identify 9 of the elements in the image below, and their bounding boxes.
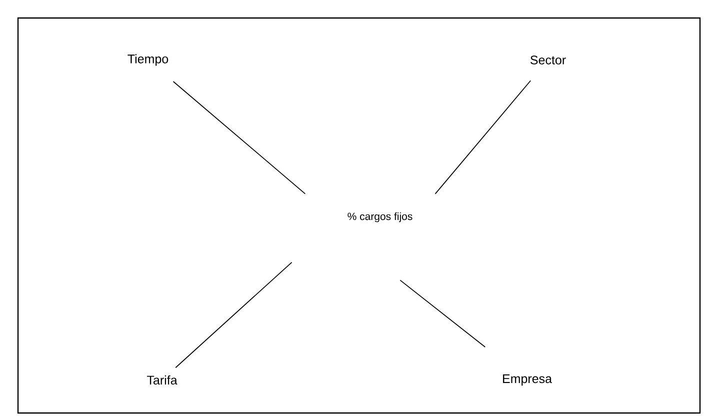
connector-line xyxy=(400,280,486,348)
node-label: Empresa xyxy=(503,374,552,386)
node-label: Tarifa xyxy=(147,375,178,385)
node-label: Sector xyxy=(530,56,566,64)
connector-line xyxy=(172,81,306,194)
connector-line xyxy=(175,262,292,368)
node-label: Tiempo xyxy=(128,54,168,66)
connector-line xyxy=(434,80,532,194)
node-label: % cargos fijos xyxy=(348,212,412,222)
